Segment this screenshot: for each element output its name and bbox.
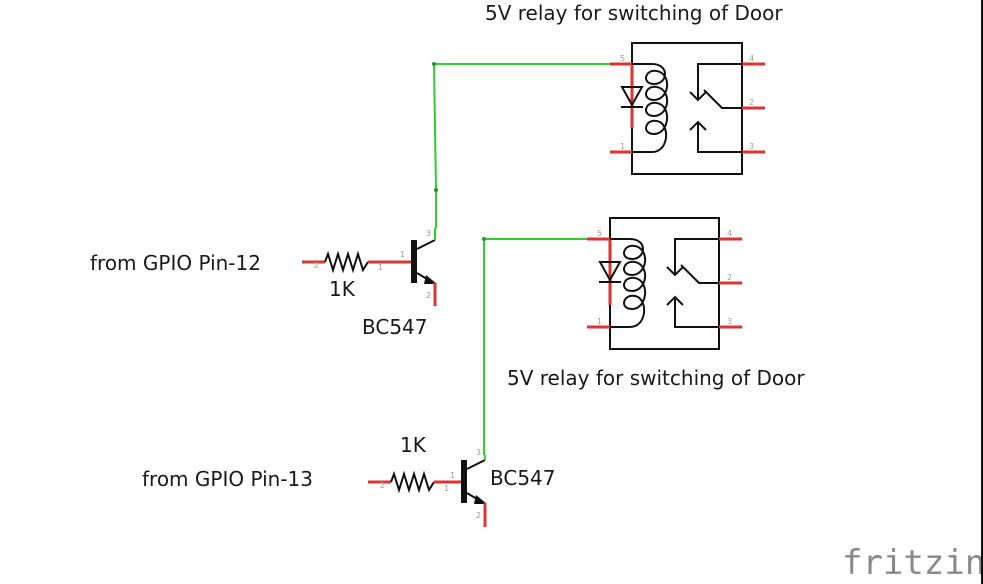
relay-2-nc-arrow-icon bbox=[666, 266, 684, 277]
relay-2-nc-contact bbox=[674, 238, 719, 275]
q2-emitter-arrow-icon bbox=[474, 495, 487, 504]
relay-2-pin-3-label: 3 bbox=[727, 317, 732, 326]
relay-1-nc-contact bbox=[697, 63, 742, 100]
relay-1-switch-arm bbox=[703, 89, 742, 109]
window-edge bbox=[981, 0, 983, 584]
r2-value: 1K bbox=[400, 433, 427, 457]
relay-2-pin-4-label: 4 bbox=[727, 229, 732, 238]
relay-2-no-contact bbox=[674, 297, 719, 328]
r2-resistor-icon bbox=[390, 470, 435, 494]
relay-1-pin-2-label: 2 bbox=[749, 98, 754, 107]
q1-emitter-label: 2 bbox=[426, 291, 431, 300]
r2-pin-label: 1 bbox=[444, 484, 449, 493]
relay-1-pin-1-label: 1 bbox=[620, 142, 625, 151]
q1-base-bar bbox=[411, 240, 417, 283]
relay-2[interactable]: 5 1 4 2 3 5V relay for switching of Door bbox=[507, 217, 805, 390]
q2-collector-label: 3 bbox=[476, 448, 481, 457]
wire-q1-to-relay-1[interactable] bbox=[432, 63, 610, 228]
relay-1-pin-4-label: 4 bbox=[749, 54, 754, 63]
q2-collector bbox=[466, 459, 486, 470]
r1-pin-label: 2 bbox=[314, 261, 319, 270]
relay-1-no-contact bbox=[697, 122, 742, 153]
r1-pin-label: 1 bbox=[378, 263, 383, 272]
relay-2-title: 5V relay for switching of Door bbox=[507, 366, 805, 390]
gpio-12-label: from GPIO Pin-12 bbox=[90, 251, 261, 275]
relay-2-diode-icon bbox=[598, 261, 622, 283]
relay-1-title: 5V relay for switching of Door bbox=[485, 1, 783, 25]
relay-1-diode-icon bbox=[620, 86, 644, 108]
gpio-13-label: from GPIO Pin-13 bbox=[142, 467, 313, 491]
relay-1-no-arrow-icon bbox=[689, 120, 707, 131]
wire-bend-point bbox=[432, 62, 436, 66]
relay-1[interactable]: 5V relay for switching of Door 5 1 4 2 3 bbox=[485, 1, 783, 175]
wire-bend-point bbox=[434, 188, 438, 192]
relay-1-pin-5-label: 5 bbox=[620, 54, 625, 63]
q2-base-label: 1 bbox=[450, 471, 455, 480]
r1-value: 1K bbox=[329, 277, 356, 301]
relay-2-no-arrow-icon bbox=[666, 295, 684, 306]
q1-collector bbox=[416, 239, 436, 250]
relay-2-switch-arm bbox=[680, 264, 719, 284]
q2-emitter-label: 2 bbox=[476, 511, 481, 520]
relay-2-coil-icon bbox=[610, 238, 647, 328]
fritzing-logo: fritzing bbox=[842, 543, 983, 583]
relay-2-pin-1-label: 1 bbox=[597, 317, 602, 326]
relay-2-pin-2-label: 2 bbox=[727, 273, 732, 282]
q1-base-label: 1 bbox=[400, 250, 405, 259]
relay-1-nc-arrow-icon bbox=[689, 91, 707, 102]
q2-part: BC547 bbox=[490, 466, 556, 490]
relay-1-coil-icon bbox=[632, 63, 669, 153]
relay-1-pin-3-label: 3 bbox=[749, 142, 754, 151]
q1-part: BC547 bbox=[362, 315, 428, 339]
wire-bend-point bbox=[482, 237, 486, 241]
r2-pin-label: 2 bbox=[380, 481, 385, 490]
q1-emitter-arrow-icon bbox=[424, 275, 437, 284]
r1-resistor-icon bbox=[324, 250, 369, 274]
stage-gpio-13[interactable]: from GPIO Pin-13 2 1 1 1K 3 2 BC547 bbox=[142, 433, 556, 527]
q2-base-bar bbox=[461, 460, 467, 503]
wire-q2-to-relay-2[interactable] bbox=[483, 238, 587, 455]
stage-gpio-12[interactable]: from GPIO Pin-12 2 1 1 1K 3 2 BC547 bbox=[90, 228, 437, 339]
q1-collector-label: 3 bbox=[426, 229, 431, 238]
relay-2-pin-5-label: 5 bbox=[597, 229, 602, 238]
